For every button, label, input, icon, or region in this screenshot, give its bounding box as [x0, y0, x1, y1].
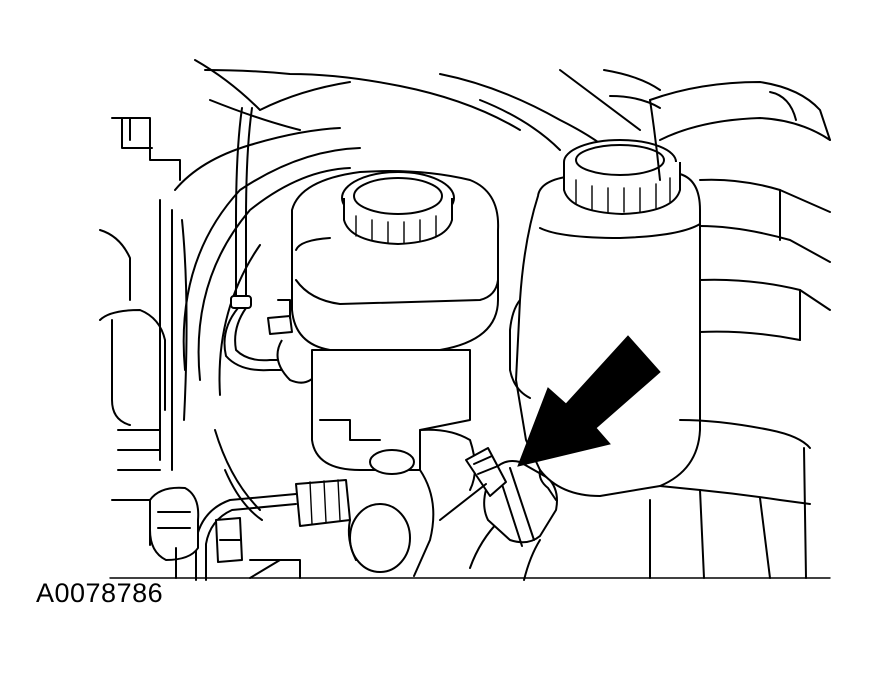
arrow-pointer-icon	[517, 335, 661, 467]
vacuum-line	[223, 107, 301, 372]
reservoir-cap-icon	[341, 171, 455, 245]
radiator-shroud	[603, 69, 831, 579]
hose-clamp-icon	[439, 447, 507, 521]
return-hose	[439, 447, 558, 581]
master-cylinder	[195, 349, 476, 581]
reservoir-cap-icon-right	[563, 139, 681, 215]
lower-left-hardware	[149, 486, 301, 579]
figure-reference-code: A0078786	[36, 578, 164, 608]
background-structure	[99, 59, 641, 546]
brake-fluid-reservoir	[267, 170, 500, 384]
